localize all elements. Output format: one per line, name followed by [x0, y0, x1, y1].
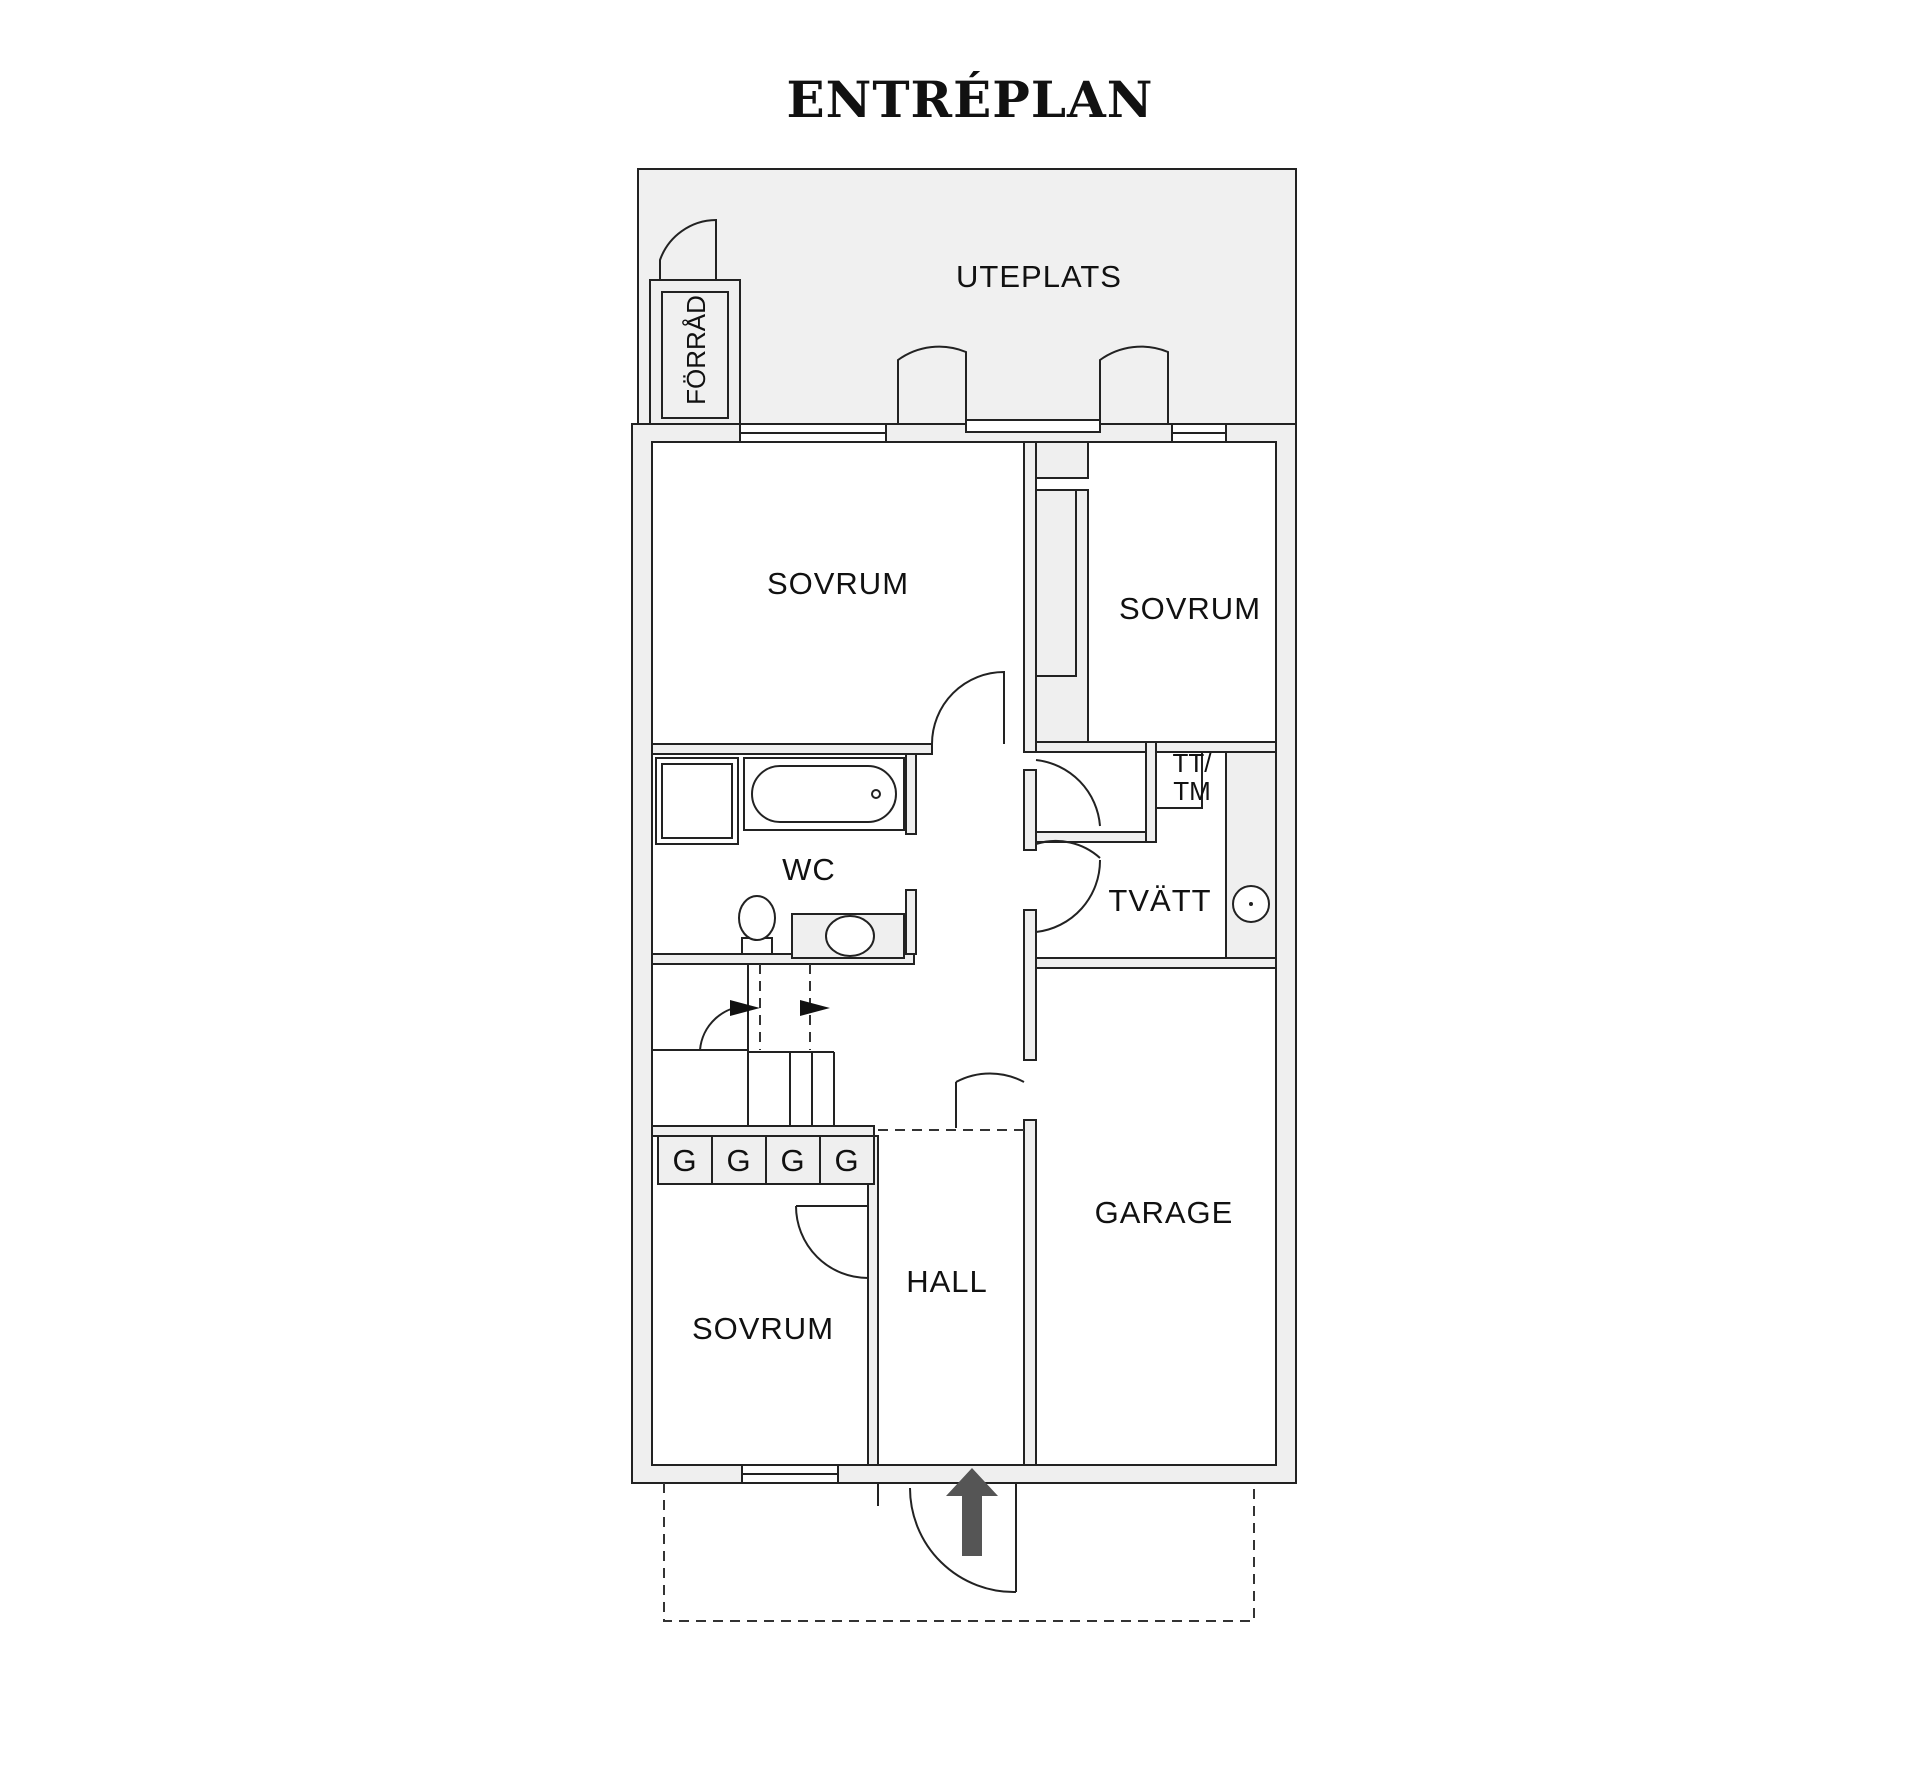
laundry-fixtures — [1155, 751, 1277, 959]
room-label-sovrum-bottom-left: SOVRUM — [692, 1311, 834, 1346]
room-label-sovrum-top-left: SOVRUM — [767, 566, 909, 601]
room-label-uteplats: UTEPLATS — [956, 259, 1122, 294]
room-label-forrad: FÖRRÅD — [681, 295, 711, 405]
interior-walls — [651, 441, 1277, 1466]
bathroom-fixtures — [655, 757, 905, 959]
room-label-hall: HALL — [906, 1264, 988, 1299]
room-label-tvatt: TVÄTT — [1108, 883, 1211, 918]
closet-top-right — [1035, 441, 1089, 743]
wardrobe-label: G — [780, 1143, 805, 1178]
wardrobe-label: G — [834, 1143, 859, 1178]
room-label-garage: GARAGE — [1095, 1195, 1234, 1230]
room-label-sovrum-top-right: SOVRUM — [1119, 591, 1261, 626]
interior-doors — [795, 670, 1102, 1279]
room-label-tt-tm-line1: TT/ — [1173, 748, 1213, 778]
room-label-tt-tm-line2: TM — [1173, 776, 1211, 806]
terrace-doors — [659, 218, 1169, 433]
wardrobe-label: G — [672, 1143, 697, 1178]
wardrobe-label: G — [726, 1143, 751, 1178]
staircase — [652, 964, 835, 1126]
room-label-wc: WC — [782, 852, 836, 887]
wardrobe-row: G G G G — [657, 1135, 875, 1185]
windows — [739, 423, 1227, 1484]
arrow-up-icon — [946, 1468, 998, 1556]
entrance — [663, 1468, 1255, 1622]
page-title: ENTRÉPLAN — [787, 70, 1154, 129]
